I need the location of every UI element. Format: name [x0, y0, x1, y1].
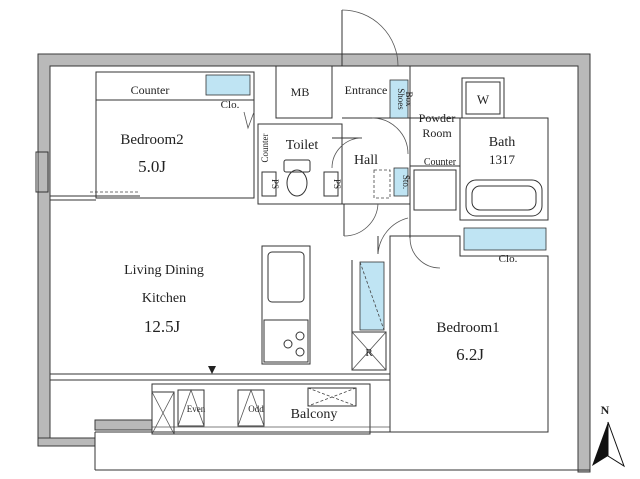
stove	[283, 331, 305, 357]
toilet-fixture	[283, 159, 311, 197]
ps-left-label: PS	[270, 179, 280, 189]
ps-right-label: PS	[332, 179, 342, 189]
doors	[35, 9, 441, 269]
storage-areas	[205, 74, 547, 331]
ac-odd-label: Odd	[248, 404, 264, 414]
washer	[461, 77, 505, 119]
storage-label: Sto.	[401, 175, 411, 189]
counter-powder-label: Counter	[424, 157, 457, 168]
counter-toilet-label: Counter	[260, 134, 270, 163]
bedroom2-size: 5.0J	[138, 157, 166, 176]
entrance-label: Entrance	[345, 83, 388, 97]
ac-units	[177, 388, 265, 427]
counter-bedroom2-label: Counter	[131, 83, 170, 97]
closet-bedroom2	[205, 74, 251, 96]
bedroom1-size: 6.2J	[456, 345, 484, 364]
bath-line2: 1317	[489, 152, 516, 167]
shoes-box-line1: Shoes	[396, 88, 406, 110]
bath-line1: Bath	[489, 135, 515, 150]
powder-room-line2: Room	[422, 126, 452, 140]
toilet-label: Toilet	[286, 138, 319, 153]
closet-bedroom2-label: Clo.	[221, 99, 240, 111]
bedroom1-name: Bedroom1	[436, 320, 499, 336]
north-arrow-icon	[592, 422, 608, 466]
shoes-box	[389, 79, 409, 119]
living-line2: Kitchen	[142, 291, 186, 306]
balcony-label: Balcony	[291, 407, 338, 422]
compass-n-label: N	[601, 403, 610, 417]
mb-label: MB	[291, 85, 310, 99]
closet-bedroom1	[463, 227, 547, 251]
marker-triangle	[208, 366, 216, 374]
refrigerator-label: R	[365, 347, 373, 359]
hall-label: Hall	[354, 153, 378, 168]
bedroom2-name: Bedroom2	[120, 132, 183, 148]
living-size: 12.5J	[144, 317, 181, 336]
closet-bedroom1-label: Clo.	[499, 253, 518, 265]
interior-walls	[50, 65, 590, 471]
powder-room-line1: Powder	[419, 111, 456, 125]
living-line1: Living Dining	[124, 263, 204, 278]
entry-marking	[373, 169, 391, 199]
ac-even-label: Even	[187, 404, 206, 414]
compass: N	[592, 403, 625, 468]
bathtub	[465, 179, 543, 217]
storage-closet	[393, 167, 409, 197]
washer-label: W	[477, 92, 490, 107]
shoes-box-line2: Box	[404, 91, 414, 107]
